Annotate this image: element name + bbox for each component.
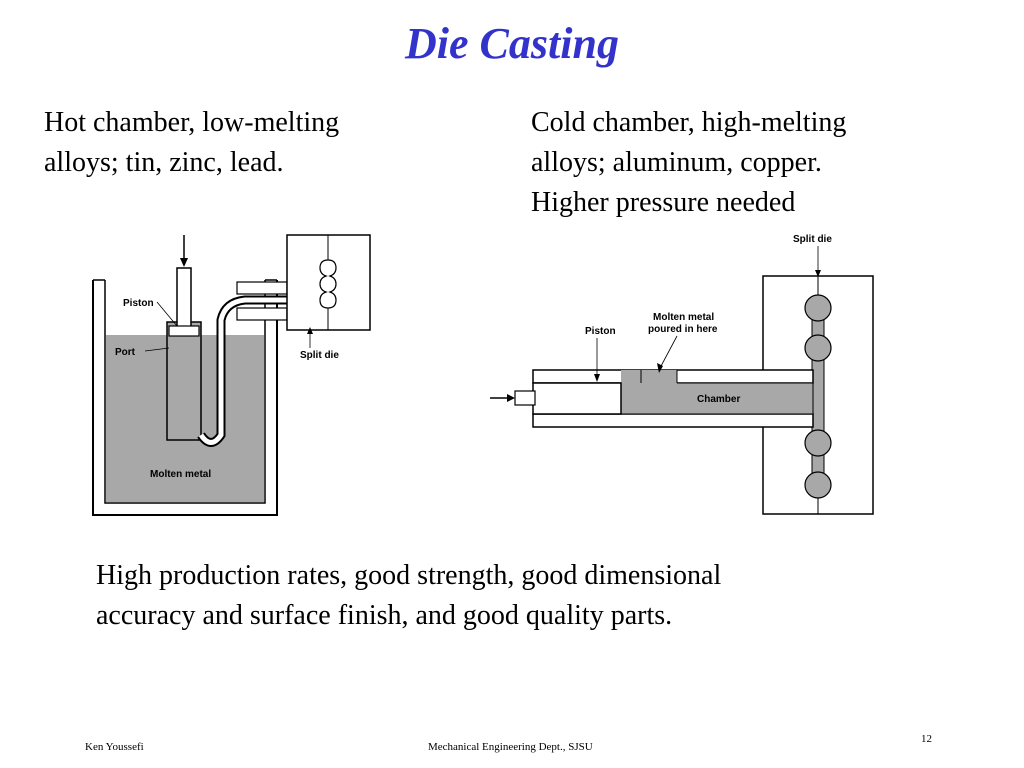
- label-piston-cold: Piston: [585, 326, 616, 337]
- gooseneck-chamber: [166, 321, 202, 441]
- text-line: Cold chamber, high-melting: [531, 107, 847, 138]
- label-molten-line2: poured in here: [648, 324, 718, 335]
- page-number: 12: [921, 733, 932, 745]
- text-line: alloys; tin, zinc, lead.: [44, 147, 284, 178]
- hot-chamber-text: Hot chamber, low-melting alloys; tin, zi…: [44, 103, 339, 183]
- piston: [176, 267, 192, 331]
- pot-outer: [92, 280, 278, 516]
- text-line: alloys; aluminum, copper.: [531, 147, 822, 178]
- footer-dept: Mechanical Engineering Dept., SJSU: [428, 741, 593, 753]
- summary-text: High production rates, good strength, go…: [96, 556, 721, 636]
- text-line: Higher pressure needed: [531, 187, 796, 218]
- piston-cold: [532, 382, 622, 415]
- text-line: High production rates, good strength, go…: [96, 560, 722, 591]
- text-line: accuracy and surface finish, and good qu…: [96, 600, 673, 631]
- pot-inner: [104, 280, 266, 504]
- hot-chamber-diagram: Piston Port Split die Molten metal: [92, 234, 371, 516]
- label-split-die: Split die: [300, 350, 339, 361]
- label-molten-line1: Molten metal: [653, 312, 714, 323]
- chamber-metal: [620, 382, 814, 415]
- label-piston: Piston: [123, 298, 154, 309]
- cold-chamber-diagram: Split die Molten metal poured in here Pi…: [490, 234, 874, 515]
- slide-title: Die Casting: [405, 19, 619, 68]
- cold-chamber-text: Cold chamber, high-melting alloys; alumi…: [531, 103, 846, 223]
- footer-author: Ken Youssefi: [85, 741, 144, 753]
- label-chamber: Chamber: [697, 394, 740, 405]
- label-split-die-cold: Split die: [793, 234, 832, 245]
- label-port: Port: [115, 347, 136, 358]
- text-line: Hot chamber, low-melting: [44, 107, 340, 138]
- label-molten-metal: Molten metal: [150, 469, 211, 480]
